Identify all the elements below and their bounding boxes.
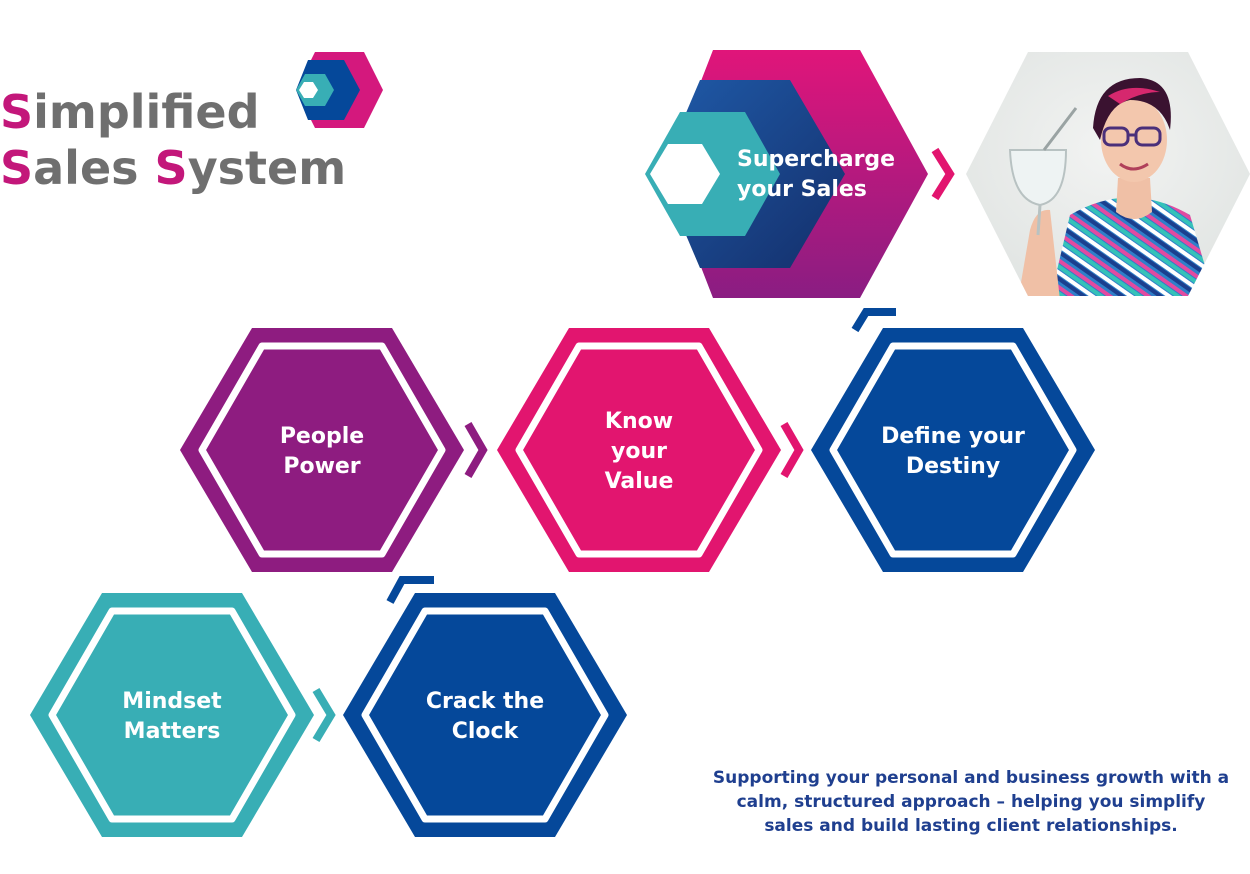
step-label-line: Crack the (426, 689, 544, 714)
step-supercharge: Supercharge your Sales (645, 50, 928, 298)
tagline-line: sales and build lasting client relations… (764, 816, 1178, 836)
step-label-line: Define your (881, 424, 1025, 449)
step-mindset-hex (30, 593, 314, 837)
step-value-outline (515, 342, 763, 558)
step-clock-outline (361, 607, 609, 823)
tagline: Supporting your personal and business gr… (690, 766, 1250, 838)
step-clock-hex (343, 593, 627, 837)
step-label-line: People (280, 424, 364, 449)
step-people-outline (198, 342, 446, 558)
supercharge-center-hex (650, 144, 720, 204)
connector-up-icon (851, 308, 896, 333)
logo-hex-icon (296, 52, 383, 128)
step-label-line: Value (605, 469, 674, 494)
tagline-line: calm, structured approach – helping you … (736, 792, 1206, 812)
step-people-hex (180, 328, 464, 572)
step-value-hex (497, 328, 781, 572)
profile-photo (966, 52, 1250, 296)
chevron-right-icon (931, 147, 955, 201)
logo-line-2: Sales System (0, 141, 346, 195)
step-mindset-outline (48, 607, 296, 823)
chevron-right-icon (464, 422, 488, 478)
connectors (312, 147, 955, 743)
step-label-line: Mindset (122, 689, 222, 714)
step-label-line: Know (605, 409, 673, 434)
step-label-line: Clock (452, 719, 520, 744)
glasses-shape (1102, 126, 1162, 147)
step-label-line: Destiny (906, 454, 1000, 479)
glass-shape (1008, 107, 1078, 236)
step-label-line: Matters (124, 719, 221, 744)
tagline-line: Supporting your personal and business gr… (712, 768, 1230, 788)
chevron-right-icon (312, 687, 336, 743)
step-destiny-hex (811, 328, 1095, 572)
chevron-right-icon (780, 422, 804, 478)
step-label-line: Power (283, 454, 360, 479)
step-label-line: your (611, 439, 667, 464)
dress-shape (1050, 197, 1215, 296)
logo: Simplified Sales System (0, 52, 383, 195)
face-shape (1101, 98, 1167, 182)
step-destiny-outline (829, 342, 1077, 558)
logo-line-1: Simplified (0, 85, 260, 139)
supercharge-label: Supercharge your Sales (737, 147, 903, 202)
connector-up-icon (386, 576, 434, 604)
